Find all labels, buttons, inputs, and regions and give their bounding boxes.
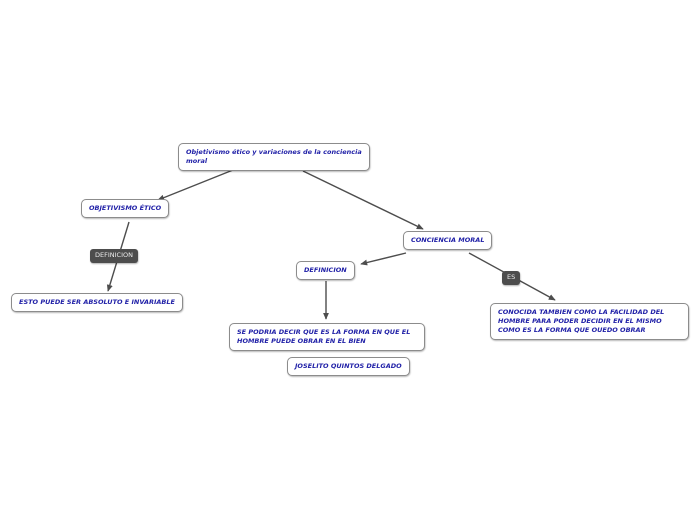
edge-label-definicion[interactable]: DEFINICION <box>90 249 138 263</box>
connector-root-conciencia <box>302 170 424 230</box>
edge-label-es[interactable]: ES <box>502 271 521 285</box>
node-conocida-tambien[interactable]: CONOCIDA TAMBIEN COMO LA FACILIDAD DEL H… <box>490 303 689 341</box>
node-objetivismo-etico[interactable]: OBJETIVISMO ÉTICO <box>81 199 170 219</box>
node-esto-puede-ser-absoluto[interactable]: ESTO PUEDE SER ABSOLUTO E INVARIABLE <box>11 293 183 313</box>
connector-root-objetivismo <box>157 169 234 201</box>
node-se-podria-decir[interactable]: SE PODRIA DECIR QUE ES LA FORMA EN QUE E… <box>229 323 425 352</box>
node-conciencia-moral[interactable]: CONCIENCIA MORAL <box>403 231 493 251</box>
node-root[interactable]: Objetivismo ético y variaciones de la co… <box>178 143 370 172</box>
node-joselito-quintos-delgado[interactable]: JOSELITO QUINTOS DELGADO <box>287 357 410 377</box>
node-definicion-conciencia[interactable]: DEFINICION <box>296 261 355 281</box>
connector-conciencia-definicion <box>360 252 407 266</box>
